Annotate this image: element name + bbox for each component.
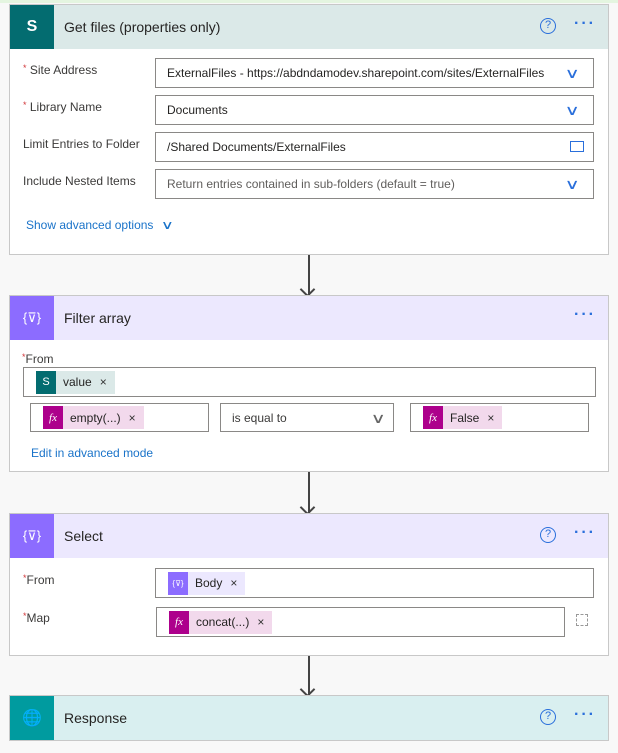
show-advanced-options-link[interactable]: Show advanced options ∨ [26,218,174,232]
remove-icon[interactable]: × [128,410,136,425]
remove-icon[interactable]: × [487,410,495,425]
chevron-down-icon: ∨ [564,65,580,81]
card-title: Response [64,710,128,726]
library-name-dropdown[interactable]: Documents∨ [155,95,594,125]
chevron-down-icon: ∨ [564,102,580,118]
from-input[interactable]: {⊽}Body× [155,568,594,598]
filter-icon: {⊽} [168,571,188,595]
remove-icon[interactable]: × [257,615,265,629]
chevron-down-icon: ∨ [564,176,580,192]
get-files-card: S Get files (properties only) ? ··· * Si… [9,4,609,255]
card-header[interactable]: {⊽} Select ? ··· [10,514,608,558]
site-address-label: * Site Address [23,63,98,77]
select-icon: {⊽} [10,514,54,558]
site-address-dropdown[interactable]: ExternalFiles - https://abdndamodev.shar… [155,58,594,88]
remove-icon[interactable]: × [230,576,238,590]
top-accent [0,0,618,3]
operator-dropdown[interactable]: is equal to∨ [220,403,394,432]
library-name-label: * Library Name [23,100,102,114]
fx-icon: fx [43,406,63,429]
connector-arrow [308,255,310,295]
more-options-icon[interactable]: ··· [574,15,596,32]
limit-folder-label: Limit Entries to Folder [23,137,140,151]
connector-arrow [308,656,310,695]
sharepoint-icon: S [10,5,54,49]
card-title: Get files (properties only) [64,19,221,35]
card-title: Select [64,528,103,544]
include-nested-label: Include Nested Items [23,174,136,188]
from-label: *From [23,573,55,587]
help-icon[interactable]: ? [540,709,556,725]
folder-icon[interactable] [570,141,584,152]
edit-advanced-mode-link[interactable]: Edit in advanced mode [31,446,154,460]
sharepoint-icon: S [36,370,56,394]
fx-icon: fx [423,406,443,429]
filter-icon: {⊽} [10,296,54,340]
card-title: Filter array [64,310,131,326]
connector-arrow [308,472,310,513]
map-label: *Map [23,611,50,625]
globe-icon: 🌐 [10,696,54,740]
help-icon[interactable]: ? [540,527,556,543]
card-header[interactable]: 🌐 Response ? ··· [10,696,608,740]
card-header[interactable]: S Get files (properties only) ? ··· [10,5,608,49]
more-options-icon[interactable]: ··· [574,524,596,541]
include-nested-dropdown[interactable]: Return entries contained in sub-folders … [155,169,594,199]
card-header[interactable]: {⊽} Filter array ··· [10,296,608,340]
fx-icon: fx [169,610,189,634]
response-card: 🌐 Response ? ··· [9,695,609,741]
more-options-icon[interactable]: ··· [574,306,596,323]
body-token[interactable]: {⊽}Body× [168,571,246,595]
more-options-icon[interactable]: ··· [574,706,596,723]
from-label: *From [22,352,54,366]
chevron-down-icon: ∨ [370,410,386,426]
remove-icon[interactable]: × [99,375,107,389]
chevron-down-icon: ∨ [160,218,174,232]
help-icon[interactable]: ? [540,18,556,34]
limit-folder-input[interactable]: /Shared Documents/ExternalFiles [155,132,594,162]
switch-to-text-mode-icon[interactable] [576,614,588,626]
